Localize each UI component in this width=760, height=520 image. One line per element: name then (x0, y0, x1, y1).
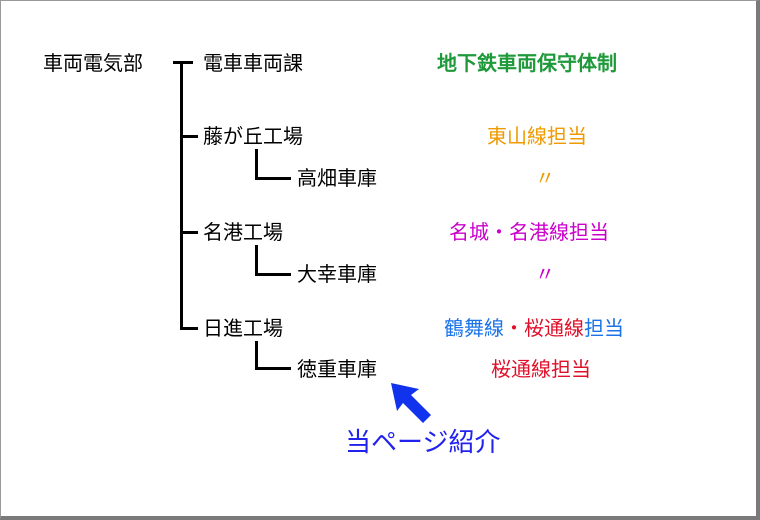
node-depot-daiko: 大幸車庫 (297, 262, 377, 286)
sub-trunk-3 (255, 341, 258, 370)
node-factory-fujigaoka: 藤が丘工場 (203, 124, 303, 148)
note-tanto-part: 担当 (584, 316, 624, 340)
node-section: 電車車両課 (203, 51, 303, 75)
note-meijo-meiko-line: 名城・名港線担当 (449, 220, 609, 244)
node-root: 車両電気部 (43, 51, 143, 75)
branch-factory1 (180, 135, 198, 138)
branch-factory3 (180, 327, 198, 330)
note-tsurumai-part: 鶴舞線 (444, 316, 504, 340)
note-ditto-2: 〃 (535, 262, 555, 286)
note-ditto-1: 〃 (535, 166, 555, 190)
sub-trunk-2 (255, 245, 258, 276)
sub-trunk-1 (255, 149, 258, 180)
branch-factory2 (180, 231, 198, 234)
note-sakuradori-part: ・桜通線 (504, 316, 584, 340)
branch-depot2 (255, 273, 291, 276)
node-factory-meiko: 名港工場 (203, 220, 283, 244)
note-higashiyama-line: 東山線担当 (487, 124, 587, 148)
main-trunk (180, 61, 183, 330)
branch-depot1 (255, 177, 291, 180)
node-depot-tokushige: 徳重車庫 (297, 357, 377, 381)
root-connector (173, 61, 193, 64)
callout-this-page: 当ページ紹介 (345, 428, 501, 458)
node-depot-takabata: 高畑車庫 (297, 166, 377, 190)
note-tsurumai-sakuradori-line: 鶴舞線・桜通線担当 (444, 315, 624, 341)
header-maintenance-system: 地下鉄車両保守体制 (437, 51, 617, 75)
arrow-up-left-icon (391, 383, 431, 423)
node-factory-nisshin: 日進工場 (203, 316, 283, 340)
branch-depot3 (255, 367, 291, 370)
note-sakuradori-line: 桜通線担当 (491, 357, 591, 381)
